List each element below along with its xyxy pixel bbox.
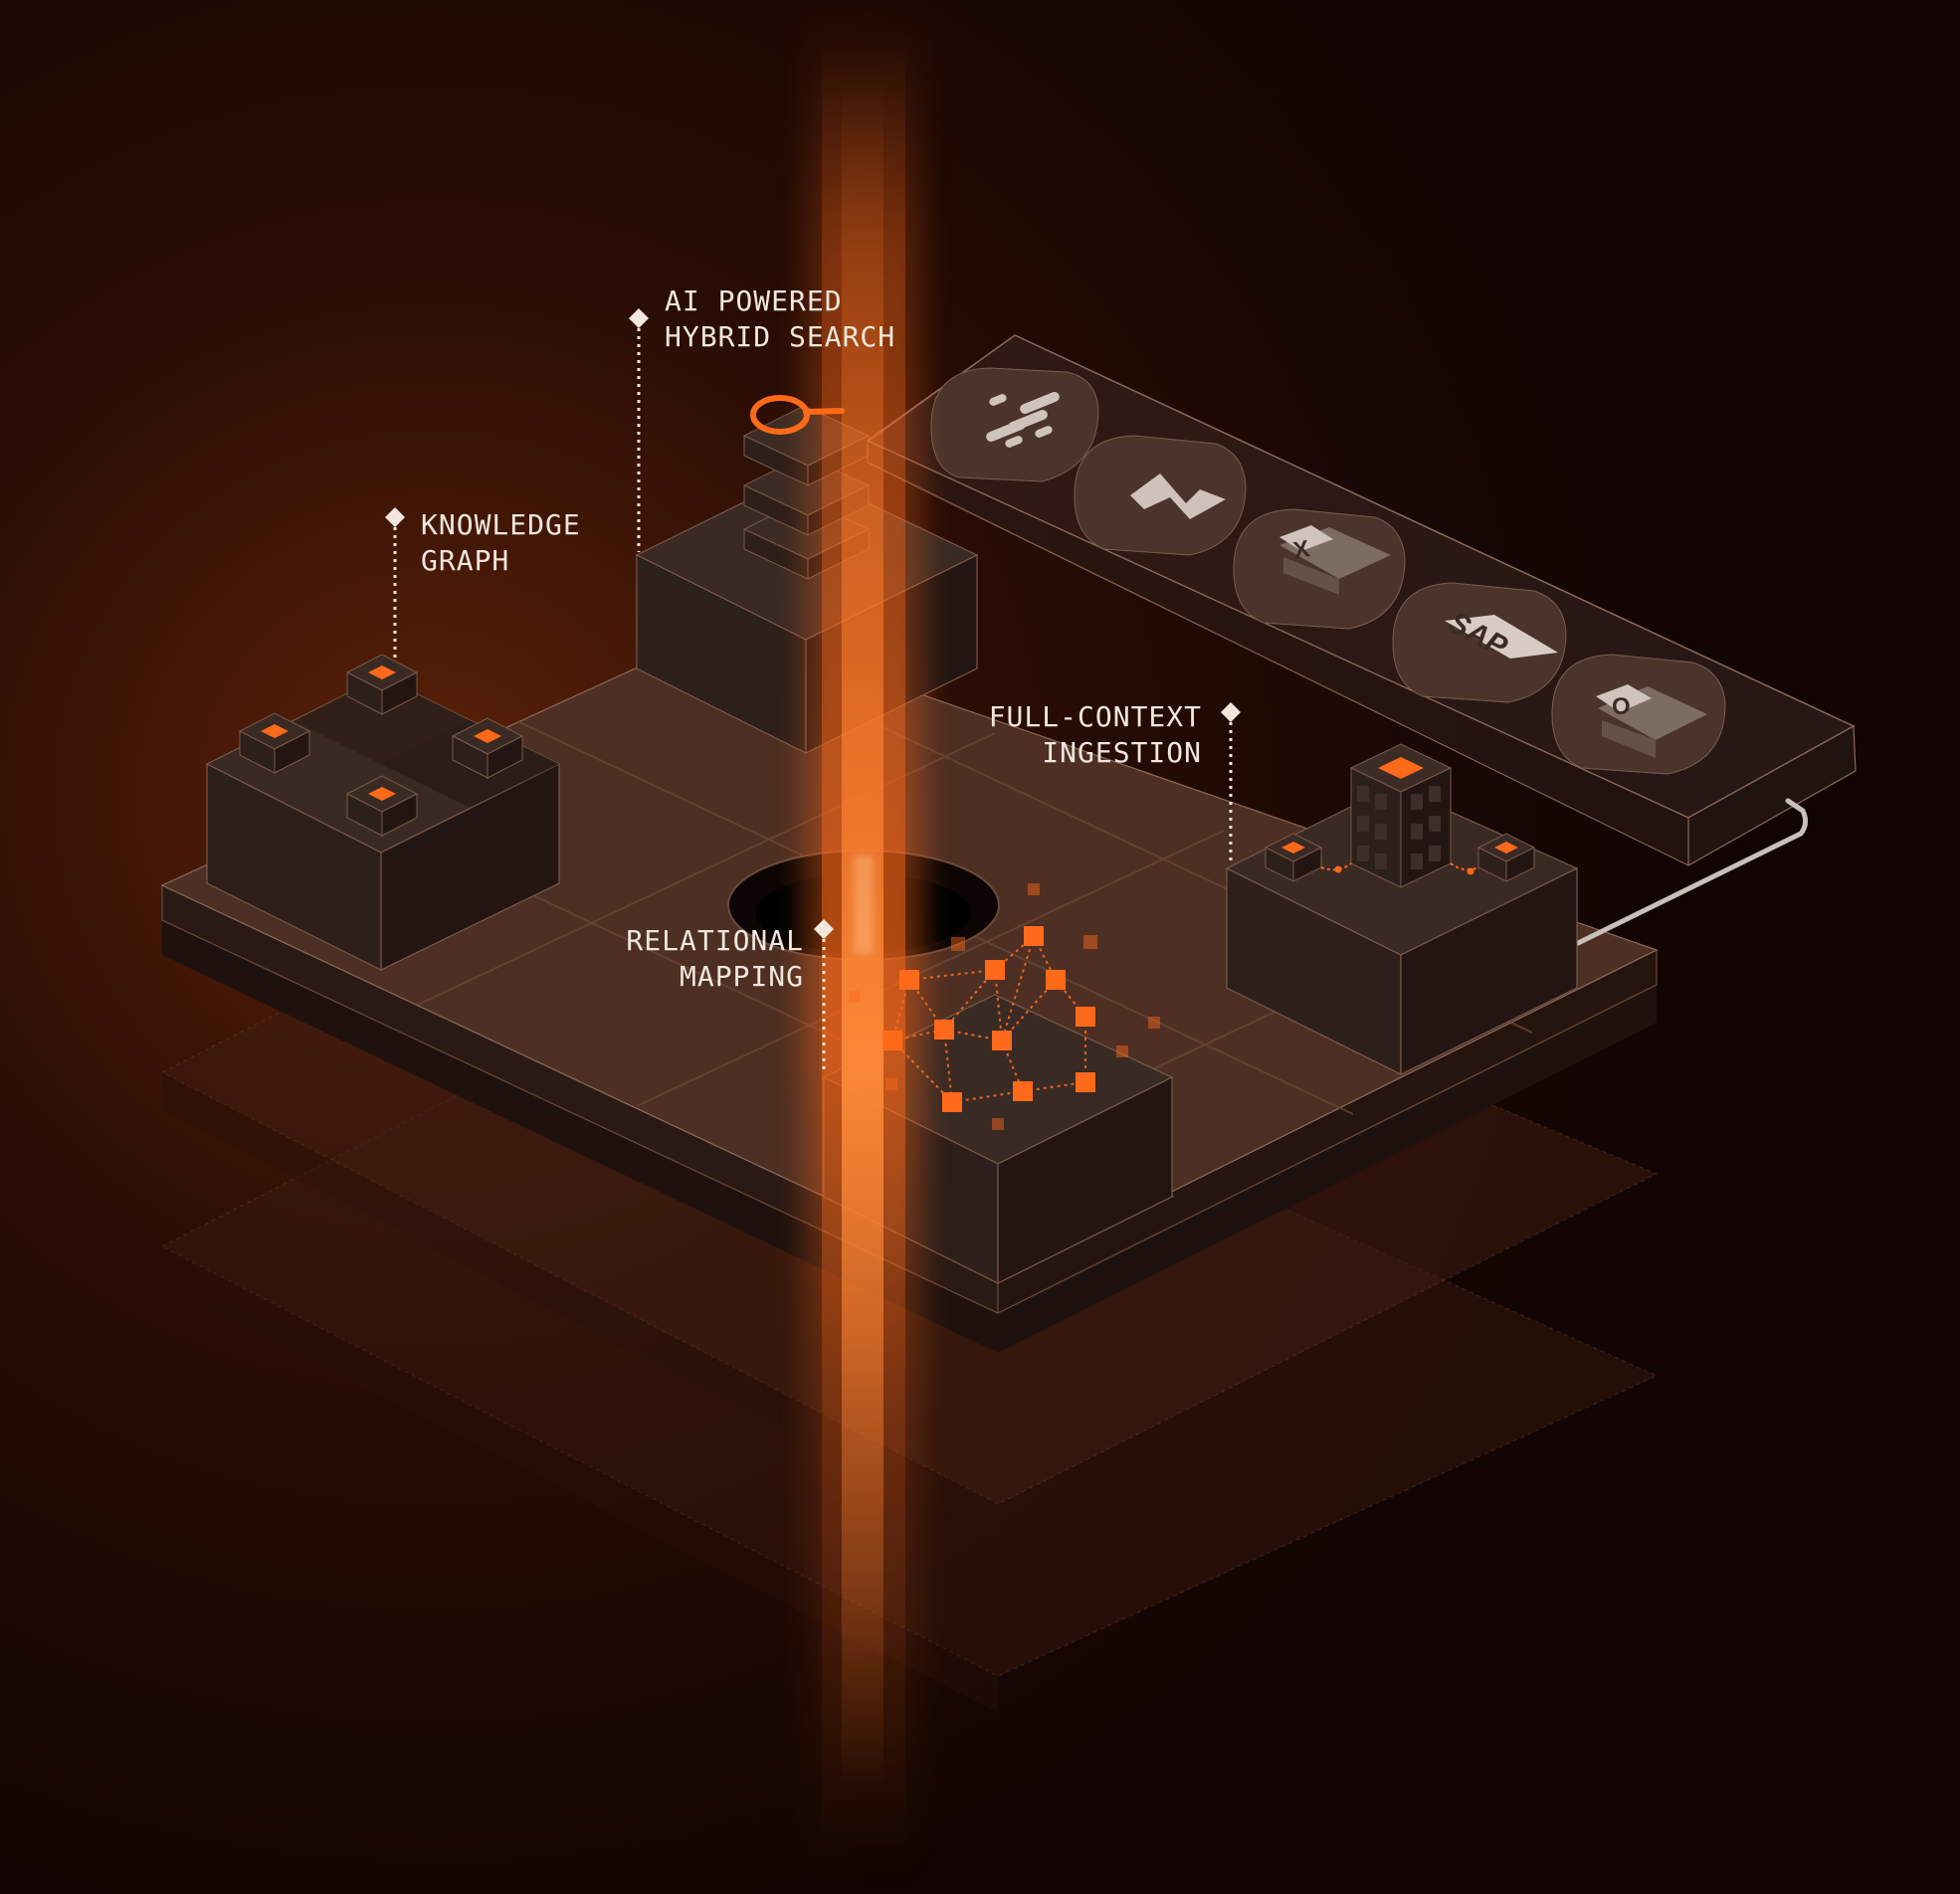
label-relational-1: RELATIONAL — [626, 924, 804, 957]
label-knowledge-graph-2: GRAPH — [421, 544, 509, 577]
excel-icon: X — [1233, 508, 1406, 630]
mini-cube — [1264, 833, 1323, 882]
callout-full-context: FULL-CONTEXT INGESTION — [989, 700, 1241, 863]
label-full-context-1: FULL-CONTEXT — [989, 700, 1202, 733]
slack-icon — [930, 367, 1099, 482]
callout-knowledge-graph: KNOWLEDGE GRAPH — [385, 507, 581, 662]
document-tower — [1349, 743, 1453, 888]
mini-cube — [1476, 833, 1536, 882]
relational-network — [849, 883, 1160, 1130]
mini-cube — [238, 712, 311, 774]
label-knowledge-graph-1: KNOWLEDGE — [421, 508, 581, 541]
excel-glyph: X — [1291, 535, 1311, 564]
gmail-icon — [1074, 435, 1247, 556]
outlook-glyph: O — [1612, 693, 1631, 720]
callout-relational: RELATIONAL MAPPING — [626, 919, 834, 1072]
sap-icon: SAP — [1392, 582, 1567, 703]
label-hybrid-search-1: AI POWERED — [665, 284, 843, 317]
label-full-context-2: INGESTION — [1042, 736, 1202, 769]
mini-cube — [345, 775, 419, 837]
integration-tiles: X SAP O — [930, 367, 1726, 775]
full-context-block — [1225, 743, 1579, 1075]
mini-cube — [451, 717, 524, 779]
outlook-icon: O — [1551, 654, 1726, 775]
callout-hybrid-search: AI POWERED HYBRID SEARCH — [629, 284, 895, 552]
label-hybrid-search-2: HYBRID SEARCH — [665, 320, 895, 353]
knowledge-graph-block — [205, 654, 561, 971]
mini-cube — [345, 654, 419, 715]
label-relational-2: MAPPING — [680, 960, 804, 993]
